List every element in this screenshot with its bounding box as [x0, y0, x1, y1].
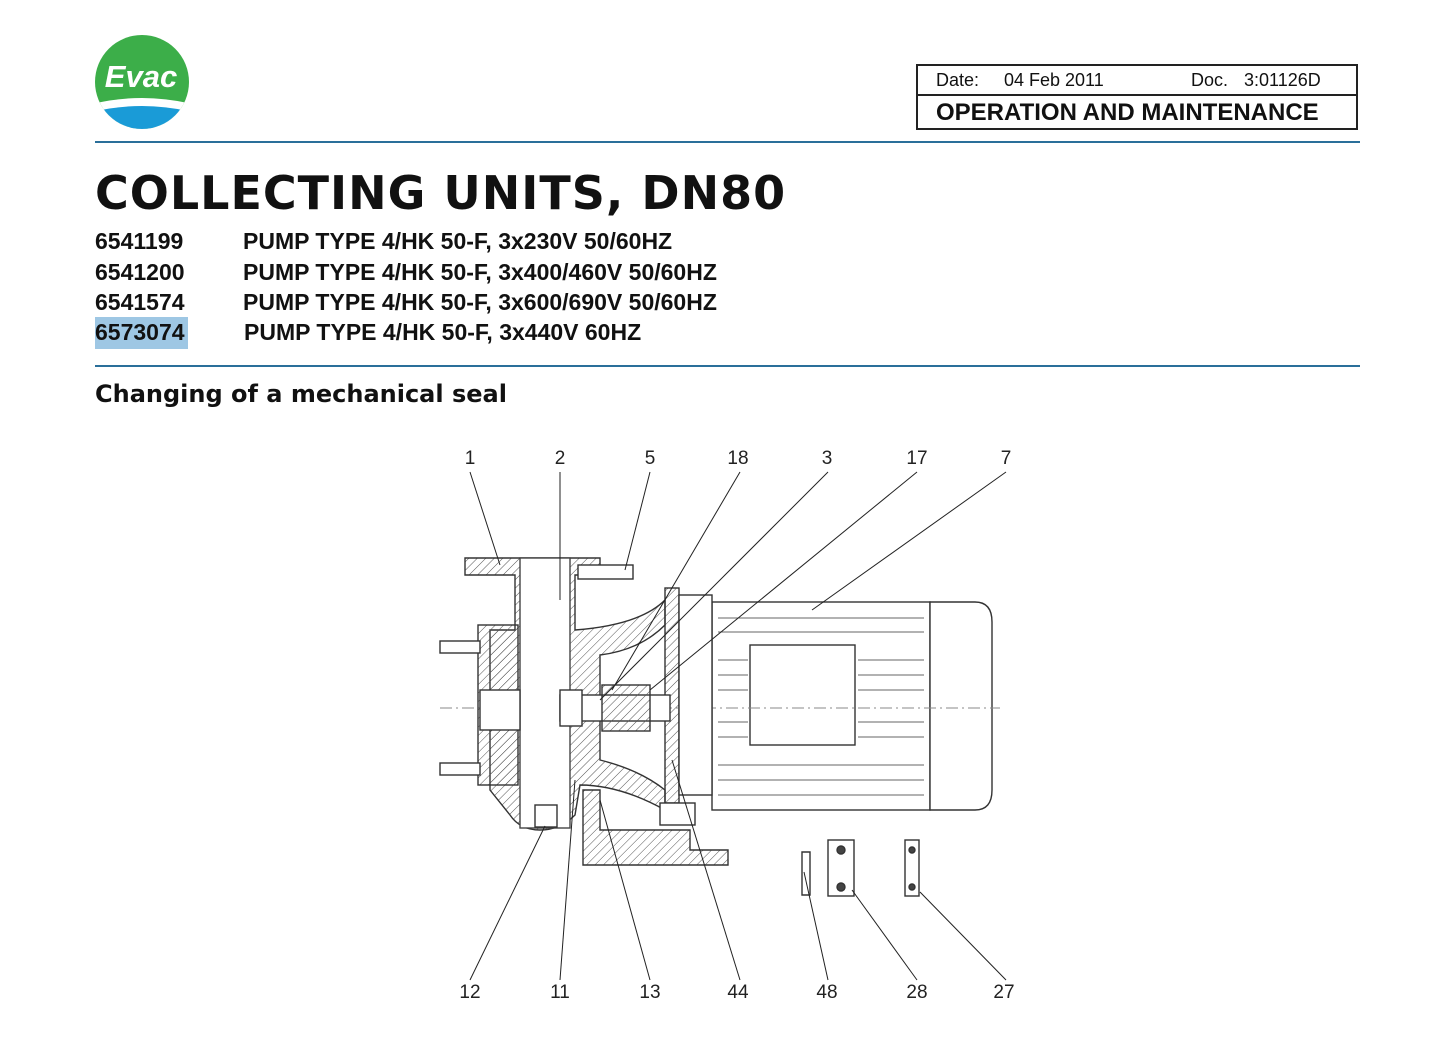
callout-label: 13: [639, 982, 661, 1003]
date-label: Date:: [936, 70, 980, 90]
foot-bolt: [659, 802, 696, 826]
callout-label: 5: [644, 448, 656, 469]
product-row: 6541200 PUMP TYPE 4/HK 50-F, 3x400/460V …: [95, 257, 815, 289]
doc-label: Doc.: [1191, 70, 1229, 90]
callout-label: 1: [464, 448, 476, 469]
section-divider: [95, 365, 1360, 367]
callout-label: 28: [906, 982, 928, 1003]
callout-label: 48: [816, 982, 838, 1003]
pump-foot: [582, 789, 729, 866]
callout-label: 17: [906, 448, 928, 469]
product-row: 6573074 PUMP TYPE 4/HK 50-F, 3x440V 60HZ: [95, 317, 815, 349]
doc-heading: OPERATION AND MAINTENANCE: [936, 99, 1319, 126]
mechanical-seal: [601, 684, 651, 732]
stud-bolt: [439, 640, 481, 654]
callout-label: 44: [727, 982, 749, 1003]
section-title: Changing of a mechanical seal: [95, 380, 507, 408]
bearing-part: [904, 839, 920, 897]
callout-label: 12: [459, 982, 481, 1003]
doc-number: 3:01126D: [1244, 70, 1321, 90]
seal-ring-part: [801, 851, 811, 896]
callout-label: 7: [1000, 448, 1012, 469]
product-code: 6541200: [95, 259, 185, 285]
product-description: PUMP TYPE 4/HK 50-F, 3x400/460V 50/60HZ: [243, 259, 717, 285]
date-value: 04 Feb 2011: [1004, 70, 1104, 90]
terminal-box: [749, 644, 856, 746]
flange-bolt: [577, 564, 634, 580]
product-row: 6541574 PUMP TYPE 4/HK 50-F, 3x600/690V …: [95, 287, 815, 319]
product-code-highlighted: 6573074: [95, 317, 188, 349]
product-description: PUMP TYPE 4/HK 50-F, 3x440V 60HZ: [244, 319, 642, 345]
callout-label: 11: [550, 982, 570, 1003]
top-divider: [95, 141, 1360, 143]
leader-lines: [469, 471, 1007, 981]
product-code: 6541199: [95, 228, 184, 254]
document-info-box: Date: 04 Feb 2011 Doc. 3:01126D OPERATIO…: [916, 64, 1358, 130]
stud-bolt: [439, 762, 481, 776]
impeller-nut: [559, 689, 583, 727]
drain-plug: [534, 804, 558, 828]
product-code: 6541574: [95, 289, 185, 315]
callout-label: 2: [554, 448, 566, 469]
logo-text: Evac: [105, 59, 177, 94]
callout-label: 27: [993, 982, 1015, 1003]
product-row: 6541199 PUMP TYPE 4/HK 50-F, 3x230V 50/6…: [95, 226, 815, 258]
callout-label: 18: [727, 448, 749, 469]
callout-label: 3: [821, 448, 833, 469]
product-description: PUMP TYPE 4/HK 50-F, 3x600/690V 50/60HZ: [243, 289, 717, 315]
page-title: COLLECTING UNITS, DN80: [95, 166, 787, 220]
evac-logo: Evac: [95, 35, 189, 129]
motor-fan-cover: [929, 601, 993, 811]
product-description: PUMP TYPE 4/HK 50-F, 3x230V 50/60HZ: [243, 228, 673, 254]
